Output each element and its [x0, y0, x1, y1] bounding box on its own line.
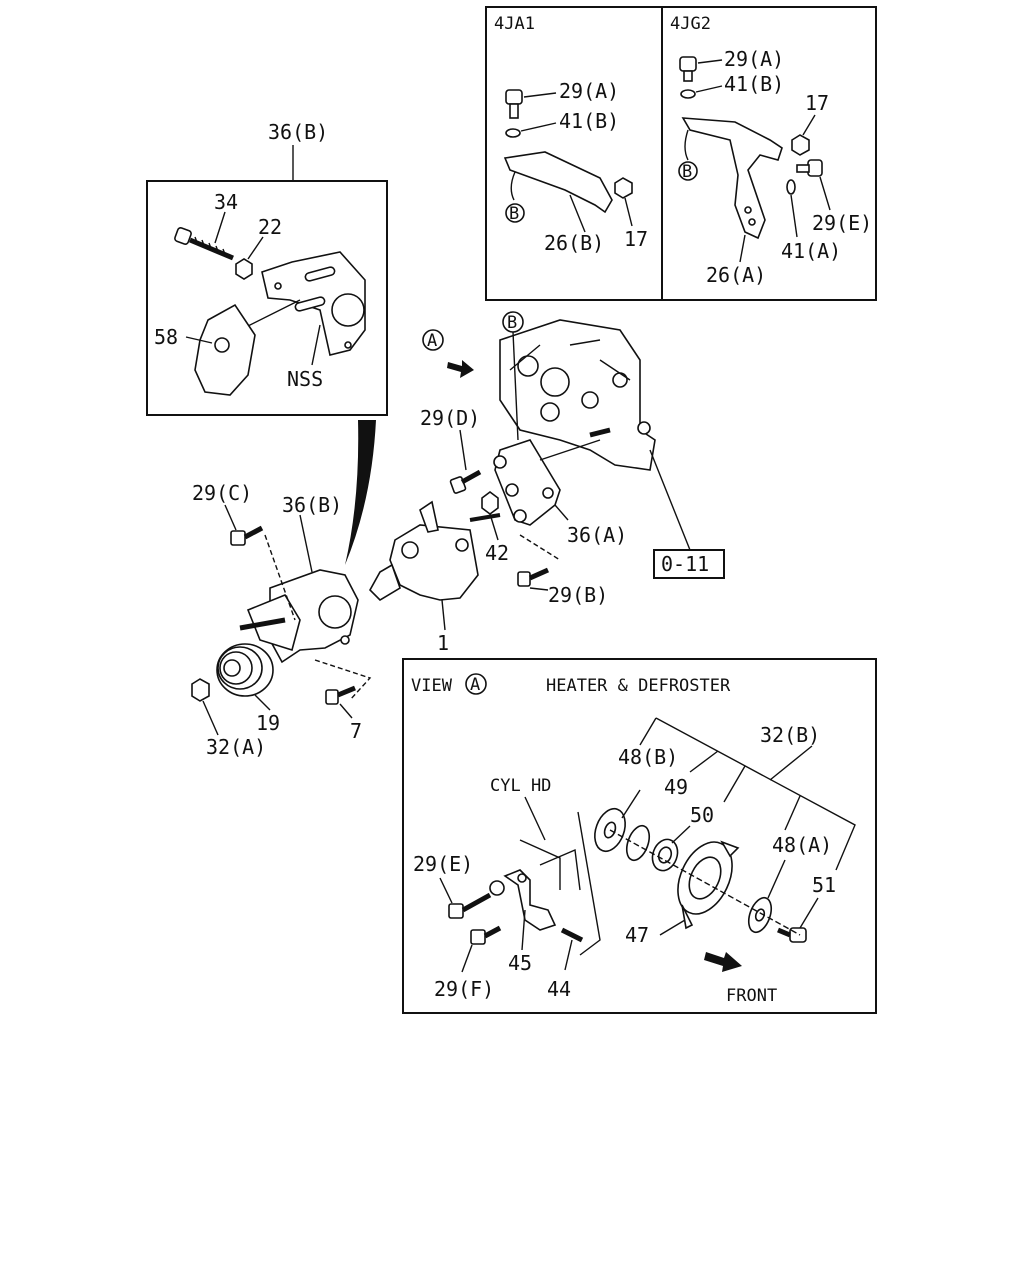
bolt-icon: [679, 56, 697, 82]
label-cyl-hd: CYL HD: [490, 776, 551, 796]
bolt-icon: [470, 925, 502, 945]
bolt-icon: [230, 525, 264, 546]
label-48b: 48(B): [618, 745, 678, 769]
bolt-icon: [796, 159, 823, 177]
label-a-main: A: [427, 331, 437, 351]
ref-box: [653, 549, 725, 579]
label-51: 51: [812, 873, 836, 897]
label-b-jg2: B: [682, 162, 692, 182]
circle-b-marker: [678, 161, 698, 181]
nut-icon: [614, 177, 633, 199]
nut-22-icon: [235, 258, 253, 280]
inset-nss: 36(B) 34 22 58 NSS: [146, 120, 388, 416]
view-a-circle-label: A: [470, 675, 480, 695]
front-arrow-icon: [704, 952, 742, 972]
label-41a-jg2: 41(A): [781, 239, 841, 263]
bracket-45-icon: [503, 869, 557, 931]
pulley-icon: [216, 643, 274, 697]
ring-icon: [625, 824, 651, 862]
view-a-frame: [402, 658, 877, 1014]
bracket-36a-icon: [494, 439, 561, 526]
bracket-26a-icon: [681, 117, 783, 240]
label-29e-jg2: 29(E): [812, 211, 872, 235]
label-42: 42: [485, 541, 509, 565]
bolt-icon: [448, 892, 492, 919]
label-44: 44: [547, 977, 571, 1001]
bolt-34-icon: [174, 227, 234, 261]
view-a-marker: [422, 329, 444, 351]
washer-icon: [786, 179, 796, 195]
label-29b: 29(B): [548, 583, 608, 607]
label-48a: 48(A): [772, 833, 832, 857]
label-29d: 29(D): [420, 406, 480, 430]
label-29c: 29(C): [192, 481, 252, 505]
label-nss: NSS: [287, 367, 323, 391]
label-41b: 41(B): [559, 109, 619, 133]
inset-engine-variants: [485, 6, 877, 301]
idler-pulley-icon: [677, 840, 740, 930]
bolt-icon: [505, 89, 523, 119]
label-41b-jg2: 41(B): [724, 72, 784, 96]
label-17-jg2: 17: [805, 91, 829, 115]
view-a-inset: VIEW A HEATER & DEFROSTER 32(B) 48(B) 49…: [402, 658, 877, 1014]
label-0-11: 0-11: [661, 552, 709, 576]
label-b: B: [509, 204, 519, 224]
nut-icon: [191, 678, 210, 702]
inset-frame: [485, 6, 877, 301]
view-a-title: VIEW: [411, 676, 453, 696]
label-29a: 29(A): [559, 79, 619, 103]
nut-icon: [791, 134, 810, 156]
label-32a: 19: [256, 711, 280, 735]
label-47: 47: [625, 923, 649, 947]
washer-icon: [680, 89, 696, 99]
bracket-26b-icon: [503, 151, 613, 214]
bolt-icon: [325, 685, 356, 705]
inset-4jg2-title: 4JG2: [670, 14, 711, 34]
label-b-main: B: [507, 313, 517, 333]
view-a-heading: HEATER & DEFROSTER: [546, 676, 731, 696]
nut-icon: [481, 491, 499, 515]
label-29f: 29(F): [434, 977, 494, 1001]
label-32b: 32(B): [760, 723, 820, 747]
label-26b: 26(B): [544, 231, 604, 255]
label-50: 50: [690, 803, 714, 827]
arrow-icon: [447, 360, 474, 378]
engine-block-icon: [499, 319, 656, 471]
callout-pointer: [345, 420, 376, 565]
bolt-icon: [517, 567, 550, 587]
bolt-icon: [449, 469, 482, 494]
inset-4jg2: 4JG2 29(A) 41(B) B 17 29(E) 41(A) 26(A): [670, 14, 872, 287]
label-34: 34: [214, 190, 238, 214]
label-7: 7: [350, 719, 362, 743]
label-1: 1: [437, 631, 449, 655]
group-leader: [655, 717, 856, 871]
label-17: 17: [624, 227, 648, 251]
label-36b-main: 36(B): [282, 493, 342, 517]
label-36a: 36(A): [567, 523, 627, 547]
circle-b-marker: [505, 203, 525, 223]
label-19: 32(A): [206, 735, 266, 759]
inset-4ja1-title: 4JA1: [494, 14, 535, 34]
label-45: 45: [508, 951, 532, 975]
label-26a-jg2: 26(A): [706, 263, 766, 287]
label-22: 22: [258, 215, 282, 239]
washer-icon: [505, 128, 521, 138]
cyl-hd-outline: [519, 811, 601, 956]
label-front: FRONT: [726, 986, 777, 1006]
label-49: 49: [664, 775, 688, 799]
inset-nss-title: 36(B): [268, 120, 328, 144]
inset-4ja1: 4JA1 29(A) 41(B) B 26(B) 17: [494, 14, 648, 255]
main-assembly: A B 36(A) 29(D) 0-11 42: [191, 311, 725, 759]
label-29e-view: 29(E): [413, 852, 473, 876]
stud-icon: [560, 927, 584, 943]
axis-line: [609, 829, 801, 936]
water-pump-icon: [369, 500, 501, 602]
label-58: 58: [154, 325, 178, 349]
label-29a-jg2: 29(A): [724, 47, 784, 71]
inset-nss-frame: [146, 180, 388, 416]
